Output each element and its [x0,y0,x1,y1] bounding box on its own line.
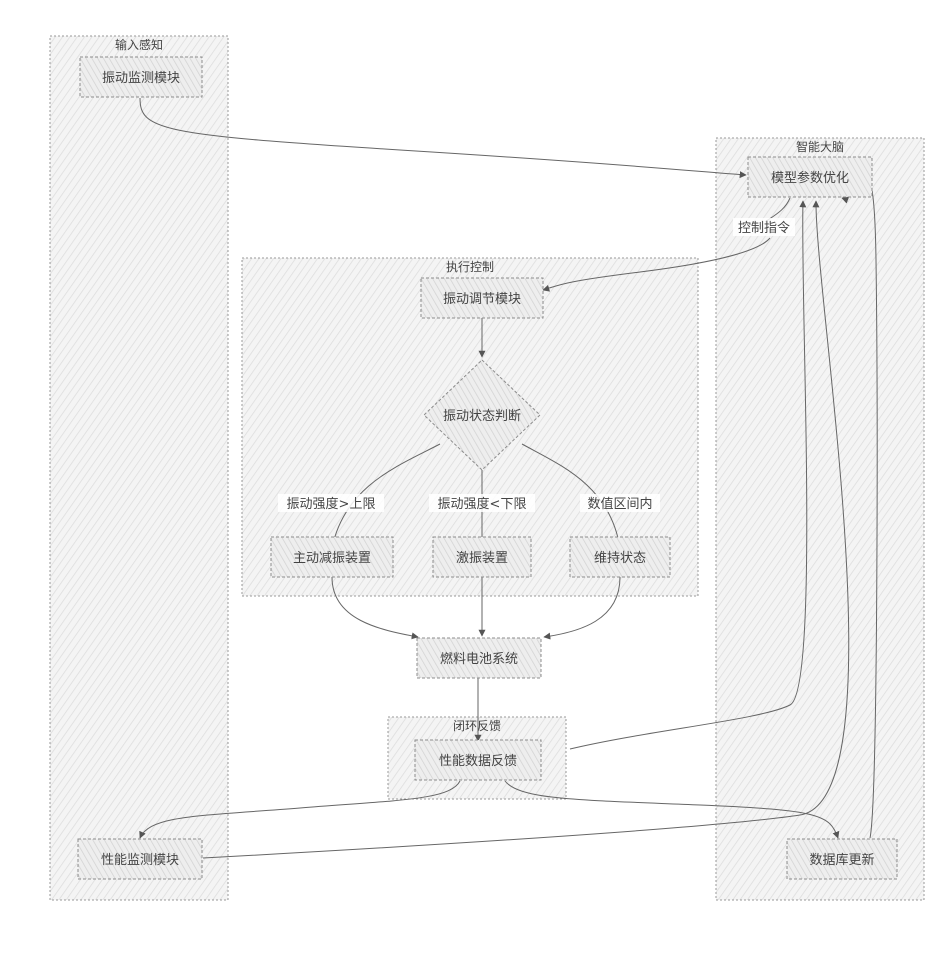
svg-text:振动强度<下限: 振动强度<下限 [438,496,527,512]
group-input-label: 输入感知 [115,37,163,52]
svg-text:主动减振装置: 主动减振装置 [293,551,371,566]
label-below-lower: 振动强度<下限 [429,494,535,512]
svg-text:性能监测模块: 性能监测模块 [101,853,179,868]
svg-text:振动监测模块: 振动监测模块 [102,71,180,86]
label-control-cmd: 控制指令 [733,218,795,236]
svg-text:振动调节模块: 振动调节模块 [443,292,521,307]
svg-text:控制指令: 控制指令 [738,221,790,236]
group-brain: 智能大脑 [716,138,924,900]
label-above-upper: 振动强度>上限 [278,494,384,512]
node-fuel-cell[interactable]: 燃料电池系统 [417,638,541,678]
svg-text:燃料电池系统: 燃料电池系统 [440,651,518,667]
edge-monitor-to-model [140,98,746,175]
svg-text:模型参数优化: 模型参数优化 [771,170,849,186]
svg-text:振动状态判断: 振动状态判断 [443,409,521,424]
label-in-range: 数值区间内 [580,494,660,512]
svg-text:性能数据反馈: 性能数据反馈 [439,754,517,769]
svg-text:振动强度>上限: 振动强度>上限 [287,496,376,512]
group-exec-label: 执行控制 [446,260,494,274]
node-active-damp[interactable]: 主动减振装置 [271,537,393,577]
svg-text:激振装置: 激振装置 [456,551,508,566]
node-db-update[interactable]: 数据库更新 [787,839,897,879]
node-vib-monitor[interactable]: 振动监测模块 [80,57,202,97]
group-input: 输入感知 [50,36,228,900]
node-excite[interactable]: 激振装置 [433,537,531,577]
svg-text:数值区间内: 数值区间内 [587,496,652,512]
node-perf-feedback[interactable]: 性能数据反馈 [415,740,541,780]
node-perf-monitor[interactable]: 性能监测模块 [78,839,202,879]
group-feedback-label: 闭环反馈 [453,719,501,733]
group-brain-label: 智能大脑 [796,139,844,154]
node-maintain[interactable]: 维持状态 [570,537,670,577]
svg-text:数据库更新: 数据库更新 [809,852,874,868]
svg-text:维持状态: 维持状态 [594,551,646,566]
node-vib-adjust[interactable]: 振动调节模块 [421,278,543,318]
node-model-opt[interactable]: 模型参数优化 [748,157,872,197]
